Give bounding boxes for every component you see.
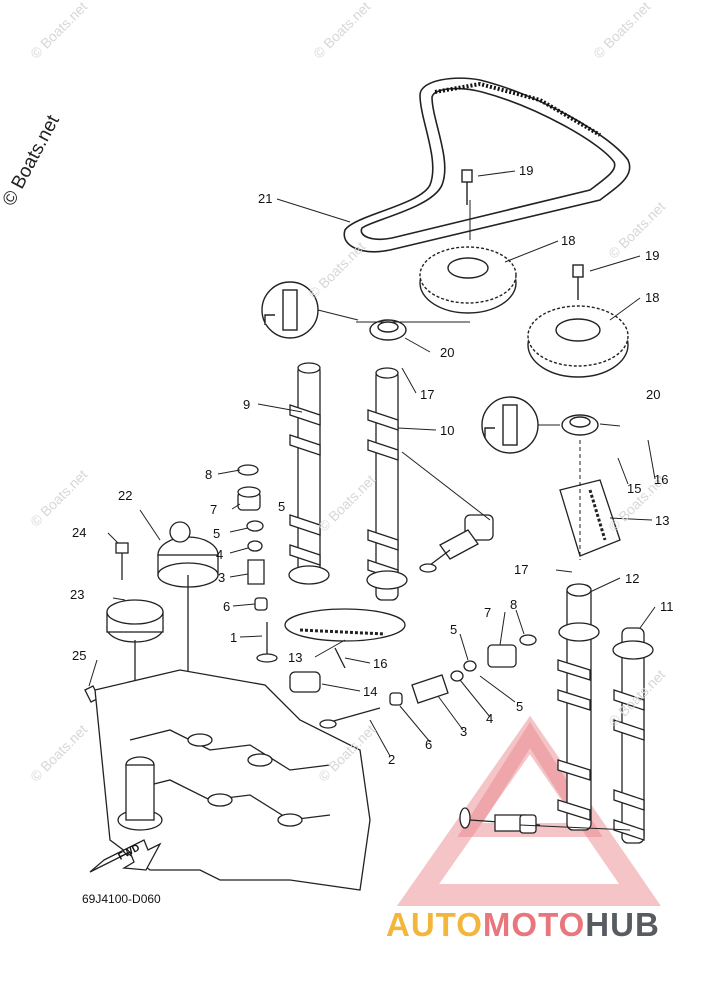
callout-7: 7 xyxy=(484,605,492,620)
valve-assembly-bottom xyxy=(459,807,541,834)
callout-5: 5 xyxy=(213,526,221,541)
callout-14: 14 xyxy=(363,684,378,699)
callout-4: 4 xyxy=(216,547,224,562)
callout-16: 16 xyxy=(654,472,669,487)
detail-circle-lower xyxy=(481,396,539,454)
leader-lines xyxy=(88,170,656,831)
chain-13-right xyxy=(559,479,621,557)
callout-6: 6 xyxy=(425,737,433,752)
callout-23: 23 xyxy=(70,587,85,602)
callout-20: 20 xyxy=(440,345,455,360)
bolt-24 xyxy=(115,542,129,580)
pulley-lower xyxy=(527,264,629,378)
detail-circle-upper xyxy=(261,281,319,339)
valve-parts-middle xyxy=(289,634,537,729)
callout-19: 19 xyxy=(519,163,534,178)
callout-9: 9 xyxy=(243,397,251,412)
oil-seal-upper xyxy=(369,319,407,341)
callout-15: 15 xyxy=(627,481,642,496)
callout-25: 25 xyxy=(72,648,87,663)
oil-seal-lower xyxy=(561,414,599,436)
callout-8: 8 xyxy=(510,597,518,612)
drawing-code: 69J4100-D060 xyxy=(82,892,161,906)
callout-1: 1 xyxy=(230,630,238,645)
callout-22: 22 xyxy=(118,488,133,503)
pulley-23 xyxy=(106,599,164,780)
callout-3: 3 xyxy=(460,724,468,739)
fwd-arrow-icon xyxy=(89,839,162,873)
pulley-upper xyxy=(419,169,517,314)
automotohub-logo: AUTOMOTOHUB xyxy=(386,906,660,943)
callout-6: 6 xyxy=(223,599,231,614)
callout-5: 5 xyxy=(516,699,524,714)
cylinder-head xyxy=(94,669,371,891)
callout-10: 10 xyxy=(440,423,455,438)
callout-11: 11 xyxy=(660,599,674,614)
callout-13: 13 xyxy=(655,513,670,528)
callout-5: 5 xyxy=(278,499,286,514)
callout-18: 18 xyxy=(561,233,576,248)
callout-5: 5 xyxy=(450,622,458,637)
callout-12: 12 xyxy=(625,571,640,586)
valve-parts-left xyxy=(237,464,278,663)
callout-17: 17 xyxy=(420,387,435,402)
valve-assembly-top xyxy=(419,514,494,573)
callout-3: 3 xyxy=(218,570,226,585)
timing-belt xyxy=(343,77,631,253)
callout-21: 21 xyxy=(258,191,273,206)
callout-4: 4 xyxy=(486,711,494,726)
callout-20: 20 xyxy=(646,387,661,402)
callout-19: 19 xyxy=(645,248,660,263)
callout-18: 18 xyxy=(645,290,660,305)
camshaft-12 xyxy=(557,583,600,831)
callout-8: 8 xyxy=(205,467,213,482)
callout-17: 17 xyxy=(514,562,529,577)
callout-24: 24 xyxy=(72,525,87,540)
callout-13: 13 xyxy=(288,650,303,665)
camshaft-11 xyxy=(612,627,654,844)
chain-13-left xyxy=(284,608,406,642)
camshaft-9 xyxy=(288,362,330,585)
callout-16: 16 xyxy=(373,656,388,671)
callout-2: 2 xyxy=(388,752,396,767)
callout-7: 7 xyxy=(210,502,218,517)
tensioner-22 xyxy=(157,521,219,800)
camshaft-10 xyxy=(366,367,408,601)
